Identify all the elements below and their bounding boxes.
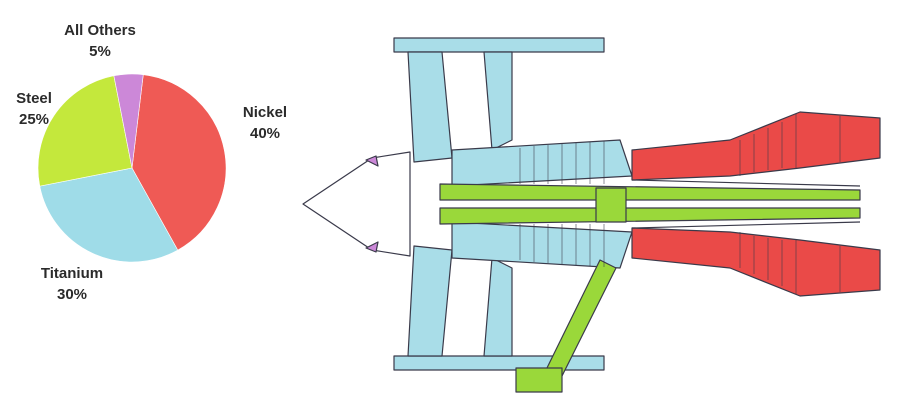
slice-name-nickel: Nickel — [242, 104, 288, 121]
slice-percent-nickel: 40% — [249, 125, 281, 142]
slice-percent-all-others: 5% — [89, 43, 111, 60]
slice-label-titanium: Titanium 30% — [20, 263, 124, 305]
slice-label-steel: Steel 25% — [0, 88, 72, 130]
slice-percent-titanium: 30% — [56, 286, 88, 303]
slice-label-all-others: All Others 5% — [40, 20, 160, 62]
slice-name-titanium: Titanium — [40, 265, 104, 282]
slice-name-all-others: All Others — [64, 22, 136, 39]
slice-name-steel: Steel — [16, 90, 52, 107]
pie-slice-titanium — [39, 167, 179, 263]
pie-slice-nickel — [131, 74, 227, 251]
pie-slice-steel — [37, 75, 133, 187]
slice-percent-steel: 25% — [18, 111, 50, 128]
slice-label-nickel: Nickel 40% — [222, 102, 308, 144]
pie-slice-all-others — [113, 73, 144, 169]
